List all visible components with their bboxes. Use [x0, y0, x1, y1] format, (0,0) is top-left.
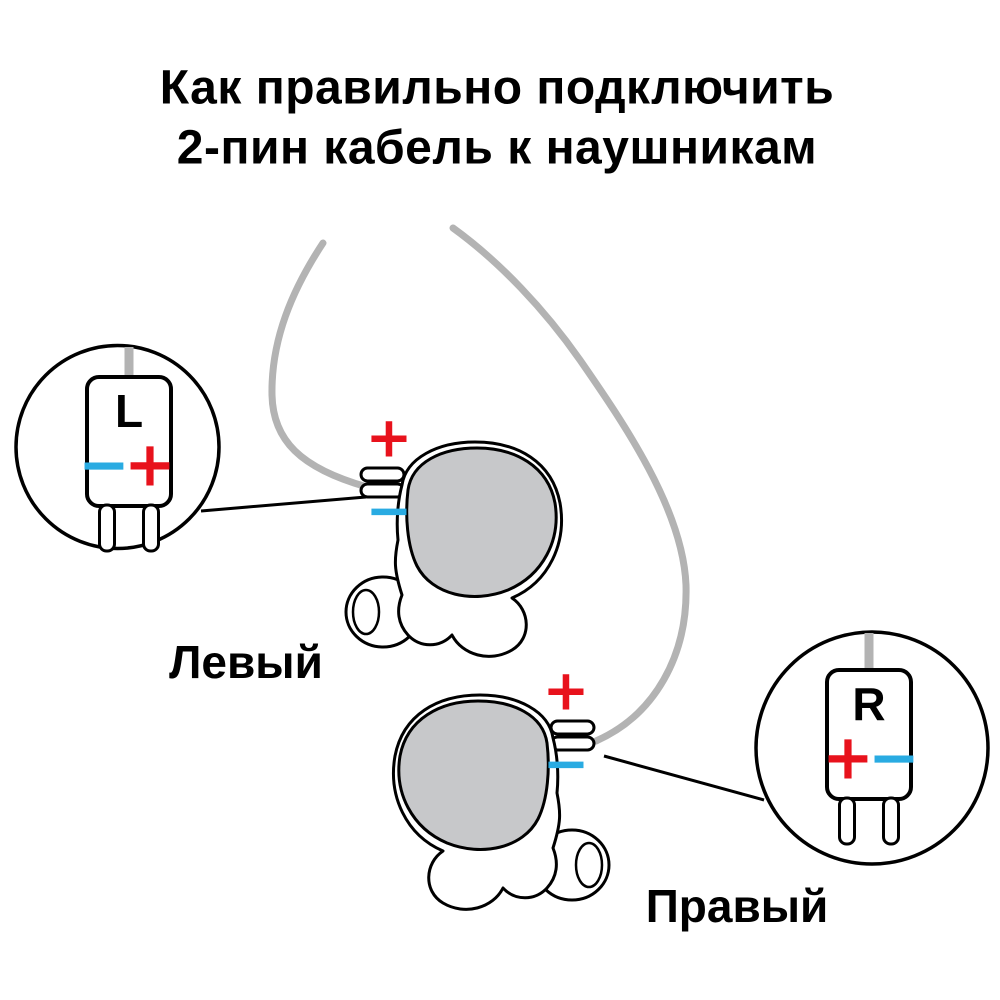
- title-line-1: Как правильно подключить: [160, 62, 834, 115]
- cable-right: [449, 224, 690, 745]
- right-earphone-minus-marker: −: [543, 732, 590, 797]
- pointer-line-left: [200, 495, 367, 513]
- connector-right-letter: R: [852, 678, 885, 730]
- connector-right-body: [825, 668, 913, 801]
- right-earphone-plus-marker: +: [543, 659, 590, 724]
- left-earphone: [344, 440, 563, 658]
- connector-left-letter: L: [115, 385, 143, 437]
- left-earphone-minus-marker: −: [366, 479, 413, 544]
- right-connector-magnifier: R + −: [754, 630, 990, 866]
- connector-left-pin-2: [142, 503, 160, 553]
- left-connector-magnifier: L − +: [14, 343, 221, 553]
- right-earphone-label: Правый: [646, 880, 829, 932]
- title-line-2: 2-пин кабель к наушникам: [177, 122, 817, 175]
- connector-left-body: [85, 375, 173, 508]
- connector-right-pin-1: [838, 796, 856, 846]
- pointer-line-right: [603, 754, 765, 802]
- left-earphone-plus-marker: +: [366, 406, 413, 471]
- connector-right-pin-2: [882, 796, 900, 846]
- connector-left-plus-marker: +: [124, 428, 176, 501]
- connector-right-plus-marker: +: [822, 721, 874, 794]
- connector-left-pin-1: [98, 503, 116, 553]
- connector-right-minus-marker: −: [868, 721, 920, 794]
- left-earphone-label: Левый: [169, 636, 323, 688]
- right-earphone: [392, 693, 611, 911]
- connector-left-minus-marker: −: [78, 428, 130, 501]
- cable-left: [268, 239, 371, 491]
